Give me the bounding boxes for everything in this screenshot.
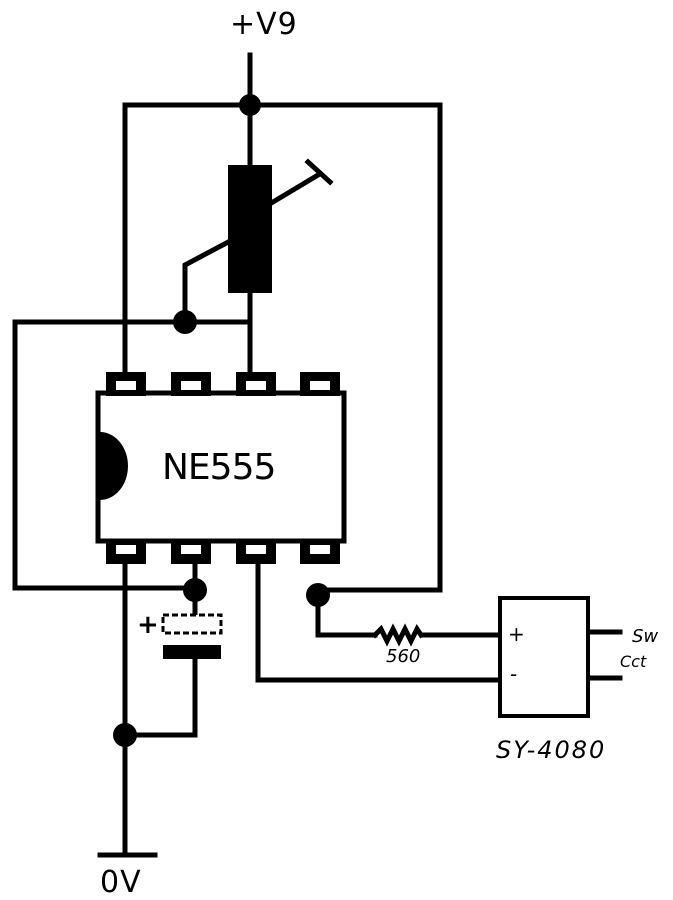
top-rail-wire <box>122 102 443 593</box>
junction-dot <box>183 578 207 602</box>
module-plus-label: + <box>508 622 525 646</box>
cap-plate-positive <box>161 613 223 635</box>
module-minus-label: - <box>510 662 518 686</box>
ic-label: NE555 <box>162 447 276 488</box>
ic-body <box>95 390 347 544</box>
supply-label: +V9 <box>230 7 298 42</box>
ic-pin-notch <box>181 545 201 554</box>
capacitor-polarity-label: + <box>137 610 159 640</box>
wiper-arrow-tee <box>304 158 334 186</box>
module-label: SY-4080 <box>496 736 607 764</box>
minus-wire <box>255 557 503 683</box>
resistor <box>371 623 425 647</box>
junction-dot <box>173 310 197 334</box>
ic-pin-notch <box>310 545 330 554</box>
junction-dot <box>306 583 330 607</box>
ic-pin-notch <box>246 545 266 554</box>
junction-dot <box>239 94 261 116</box>
junction-dot <box>113 723 137 747</box>
loop-left-wire <box>12 319 198 591</box>
ic-pin-notch <box>116 381 136 390</box>
wiper-wire <box>182 236 236 325</box>
ground-label: 0V <box>100 865 142 900</box>
switch-label-line2: Cct <box>620 652 647 671</box>
resistor-label: 560 <box>386 646 421 667</box>
module-box <box>498 596 590 718</box>
cap-plate-negative <box>163 645 221 659</box>
ic-pin-notch <box>181 381 201 390</box>
switch-label-line1: Sw <box>632 626 659 647</box>
pot-body <box>228 165 272 293</box>
cap-bottom-wire <box>122 657 198 738</box>
ic-pin-notch <box>310 381 330 390</box>
ic-pin-notch <box>116 545 136 554</box>
ic-pin-notch <box>246 381 266 390</box>
wiper-arrow <box>264 171 322 209</box>
ic-notch <box>100 432 128 500</box>
